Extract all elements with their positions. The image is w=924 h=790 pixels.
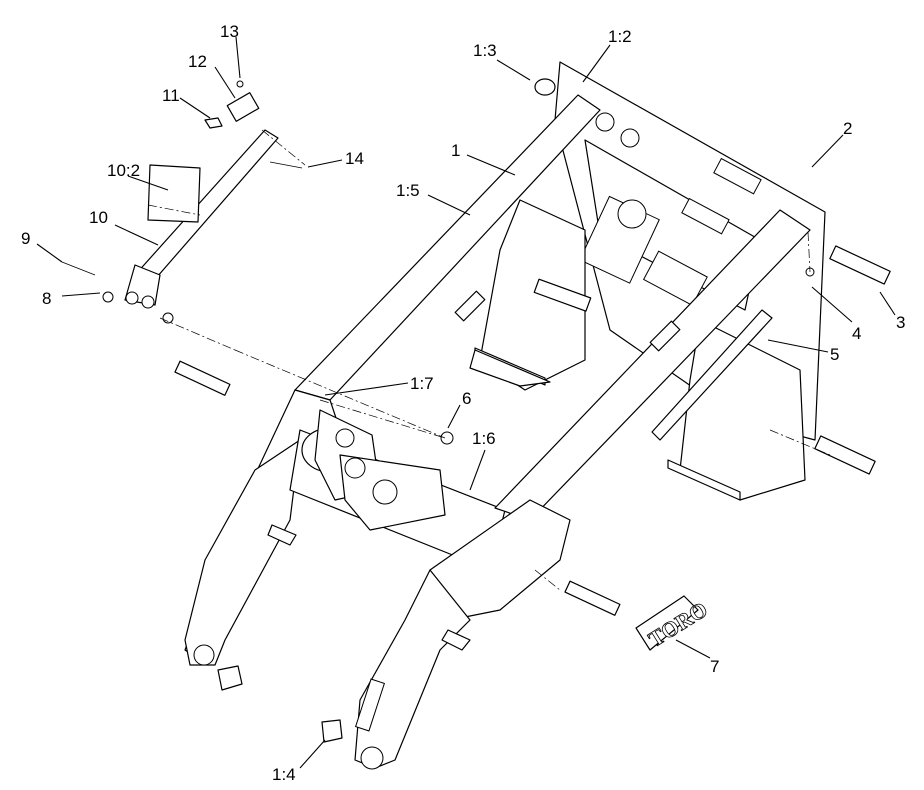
label-1-3: 1:3 — [473, 41, 497, 60]
label-1-4: 1:4 — [272, 765, 296, 784]
label-14: 14 — [345, 149, 364, 168]
hydraulic-cylinder — [61, 80, 303, 324]
label-3: 3 — [896, 313, 905, 332]
label-11: 11 — [162, 86, 180, 105]
assembly-lines — [147, 129, 831, 591]
label-6: 6 — [462, 389, 471, 408]
label-2: 2 — [843, 119, 852, 138]
label-1-7: 1:7 — [410, 374, 434, 393]
label-7: 7 — [710, 657, 719, 676]
label-8: 8 — [42, 289, 51, 308]
label-9: 9 — [21, 229, 30, 248]
label-10: 10 — [89, 208, 108, 227]
label-10-2: 10:2 — [107, 161, 140, 180]
cross-tube — [289, 409, 506, 571]
right-lift-arm — [354, 209, 811, 770]
leader-lines — [36, 36, 896, 769]
toro-decal — [635, 595, 699, 651]
label-1-6: 1:6 — [472, 429, 496, 448]
label-1-2: 1:2 — [608, 27, 632, 46]
label-12: 12 — [188, 52, 207, 71]
label-13: 13 — [220, 22, 239, 41]
label-1: 1 — [451, 141, 460, 160]
rear-frame — [469, 61, 826, 501]
label-5: 5 — [830, 345, 839, 364]
label-1-5: 1:5 — [396, 181, 420, 200]
label-4: 4 — [852, 324, 861, 343]
callout-labels: 1:3 1:2 1 1:5 2 3 4 5 1:7 6 1:6 7 8 9 10… — [21, 22, 905, 784]
